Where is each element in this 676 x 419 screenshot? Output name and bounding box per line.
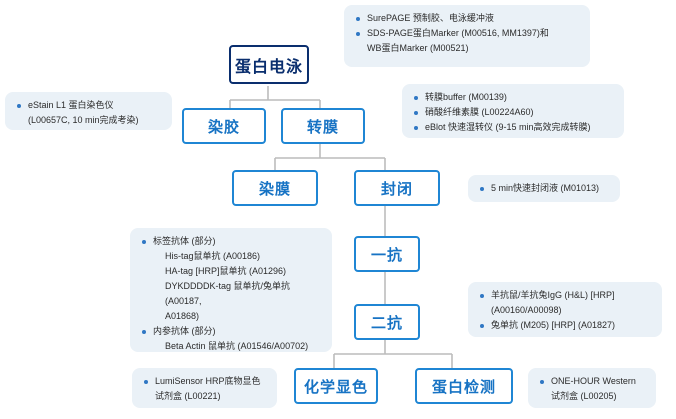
callout-primary-antibody-group: 内参抗体 (部分) [142, 324, 322, 339]
callout-chemiluminescence: LumiSensor HRP底物显色 试剂盒 (L00221) [132, 368, 277, 408]
callout-secondary-antibody: 羊抗鼠/羊抗兔IgG (H&L) [HRP] (A00160/A00098) 兔… [468, 282, 662, 337]
node-transfer-label: 转膜 [306, 118, 339, 136]
node-electrophoresis: 蛋白电泳 [229, 45, 309, 84]
bullet-icon [480, 293, 484, 298]
node-membrane-stain-label: 染膜 [258, 180, 291, 198]
node-chemiluminescence-label: 化学显色 [303, 378, 368, 396]
bullet-icon [144, 379, 148, 384]
callout-transfer-item: 硝酸纤维素膜 (L00224A60) [414, 105, 614, 120]
node-chemiluminescence: 化学显色 [294, 368, 378, 404]
callout-staining: eStain L1 蛋白染色仪 (L00657C, 10 min完成考染) [5, 92, 172, 130]
callout-transfer-item: eBlot 快速湿转仪 (9-15 min高效完成转膜) [414, 120, 614, 135]
callout-transfer: 转膜buffer (M00139) 硝酸纤维素膜 (L00224A60) eBl… [402, 84, 624, 138]
callout-blocking: 5 min快速封闭液 (M01013) [468, 175, 620, 202]
node-primary-antibody-label: 一抗 [370, 246, 403, 264]
callout-transfer-item: 转膜buffer (M00139) [414, 90, 614, 105]
bullet-icon [356, 16, 360, 21]
node-blocking-label: 封闭 [380, 180, 413, 198]
callout-electrophoresis-item: SDS-PAGE蛋白Marker (M00516, MM1397)和 WB蛋白M… [356, 26, 580, 56]
bullet-icon [414, 125, 418, 130]
callout-secondary-antibody-item: 兔单抗 (M205) [HRP] (A01827) [480, 318, 652, 333]
node-protein-detection-label: 蛋白检测 [431, 378, 496, 396]
bullet-icon [414, 110, 418, 115]
node-blocking: 封闭 [354, 170, 440, 206]
connector-transfer-to-membrane-blocking [274, 144, 386, 170]
bullet-icon [480, 186, 484, 191]
callout-primary-antibody: 标签抗体 (部分) His-tag鼠单抗 (A00186) HA-tag [HR… [130, 228, 332, 352]
callout-electrophoresis-item: SurePAGE 预制胶、电泳缓冲液 [356, 11, 580, 26]
callout-protein-detection-item: ONE-HOUR Western 试剂盒 (L00205) [540, 374, 646, 404]
node-staining: 染胶 [182, 108, 266, 144]
node-secondary-antibody: 二抗 [354, 304, 420, 340]
callout-primary-antibody-product: His-tag鼠单抗 (A00186) [165, 251, 261, 261]
connector-secondary-to-outputs [333, 340, 453, 368]
callout-protein-detection: ONE-HOUR Western 试剂盒 (L00205) [528, 368, 656, 408]
callout-primary-antibody-product: Beta Actin 鼠单抗 (A01546/A00702) [165, 341, 309, 351]
node-membrane-stain: 染膜 [232, 170, 318, 206]
bullet-icon [142, 329, 146, 334]
callout-primary-antibody-product: A01868) [165, 311, 200, 321]
bullet-icon [142, 239, 146, 244]
bullet-icon [17, 103, 21, 108]
bullet-icon [480, 323, 484, 328]
callout-primary-antibody-product: DYKDDDDK-tag 鼠单抗/兔单抗 (A00187, [165, 281, 291, 306]
node-transfer: 转膜 [281, 108, 365, 144]
callout-chemiluminescence-item: LumiSensor HRP底物显色 试剂盒 (L00221) [144, 374, 267, 404]
bullet-icon [414, 95, 418, 100]
node-primary-antibody: 一抗 [354, 236, 420, 272]
callout-primary-antibody-group: 标签抗体 (部分) [142, 234, 322, 249]
callout-electrophoresis: SurePAGE 预制胶、电泳缓冲液 SDS-PAGE蛋白Marker (M00… [344, 5, 590, 67]
bullet-icon [540, 379, 544, 384]
connector-electrophoresis-to-stain-transfer [229, 86, 321, 108]
callout-secondary-antibody-item: 羊抗鼠/羊抗兔IgG (H&L) [HRP] (A00160/A00098) [480, 288, 652, 318]
node-staining-label: 染胶 [207, 118, 240, 136]
callout-primary-antibody-product: HA-tag [HRP]鼠单抗 (A01296) [165, 266, 287, 276]
bullet-icon [356, 31, 360, 36]
node-protein-detection: 蛋白检测 [415, 368, 513, 404]
callout-blocking-item: 5 min快速封闭液 (M01013) [480, 181, 610, 196]
callout-staining-item: eStain L1 蛋白染色仪 (L00657C, 10 min完成考染) [17, 98, 162, 128]
node-electrophoresis-label: 蛋白电泳 [234, 58, 303, 76]
node-secondary-antibody-label: 二抗 [370, 314, 403, 332]
